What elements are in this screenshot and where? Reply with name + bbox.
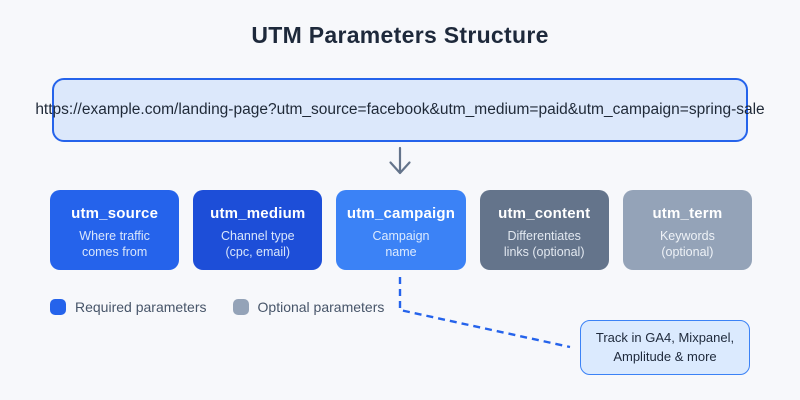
- param-name: utm_source: [71, 205, 159, 222]
- param-desc-line: Channel type: [220, 229, 295, 243]
- param-desc-line: Where traffic: [79, 229, 150, 243]
- param-name: utm_term: [652, 205, 723, 222]
- param-card-utm-campaign: utm_campaign Campaign name: [336, 190, 466, 270]
- url-text: https://example.com/landing-page?utm_sou…: [35, 101, 765, 118]
- legend-item-optional: Optional parameters: [232, 299, 385, 315]
- param-desc-line: Campaign: [372, 229, 430, 243]
- param-card-utm-source: utm_source Where traffic comes from: [50, 190, 180, 270]
- callout-text-line: Track in GA4, Mixpanel,: [595, 329, 735, 345]
- optional-swatch-icon: [232, 299, 249, 315]
- param-desc-line: Keywords: [659, 229, 715, 243]
- param-name: utm_medium: [210, 205, 306, 222]
- param-description: Channel type (cpc, email): [193, 228, 322, 261]
- tracking-callout: Track in GA4, Mixpanel, Amplitude & more: [580, 320, 750, 375]
- param-description: Campaign name: [336, 228, 465, 261]
- page-title: UTM Parameters Structure: [251, 22, 549, 48]
- url-box: [52, 78, 748, 142]
- param-name: utm_content: [498, 205, 591, 222]
- parameter-cards-row: utm_source Where traffic comes from utm_…: [50, 190, 753, 270]
- param-desc-line: name: [385, 245, 417, 260]
- param-description: Where traffic comes from: [50, 228, 179, 261]
- param-description: Differentiates links (optional): [480, 228, 609, 261]
- param-name: utm_campaign: [346, 205, 456, 222]
- param-desc-line: Differentiates: [507, 229, 581, 243]
- param-desc-line: links (optional): [503, 245, 585, 260]
- legend-label: Optional parameters: [257, 299, 385, 315]
- param-desc-line: (optional): [661, 245, 714, 260]
- legend-label: Required parameters: [75, 299, 207, 315]
- arrow-down-icon: [389, 146, 411, 175]
- required-swatch-icon: [50, 299, 66, 315]
- legend-item-required: Required parameters: [50, 299, 207, 315]
- param-desc-line: (cpc, email): [225, 245, 291, 260]
- param-card-utm-term: utm_term Keywords (optional): [622, 190, 753, 270]
- param-description: Keywords (optional): [623, 228, 752, 261]
- param-card-utm-content: utm_content Differentiates links (option…: [479, 190, 609, 270]
- legend: Required parameters Optional parameters: [50, 299, 384, 315]
- param-desc-line: comes from: [81, 245, 148, 260]
- callout-text-line: Amplitude & more: [613, 348, 717, 364]
- param-card-utm-medium: utm_medium Channel type (cpc, email): [193, 190, 323, 270]
